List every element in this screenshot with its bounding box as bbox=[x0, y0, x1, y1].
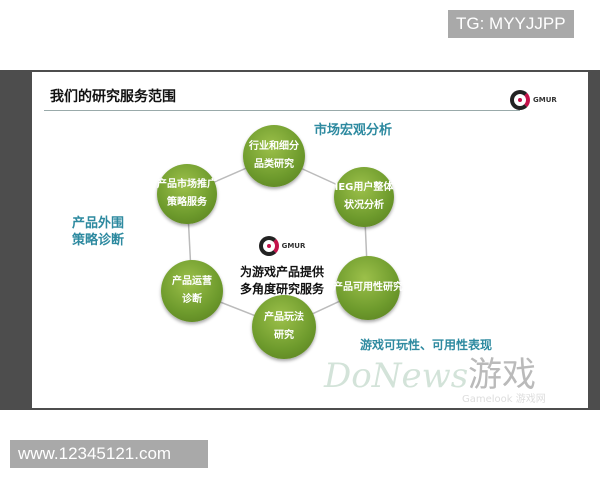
node-ieg-users: IEG用户整体状况分析 bbox=[334, 167, 394, 227]
label-market: 市场宏观分析 bbox=[314, 123, 393, 138]
node-text: 诊断 bbox=[182, 294, 202, 305]
watermark-brand: DoNews bbox=[324, 356, 469, 396]
channel-badge: TG: MYYJJPP bbox=[448, 10, 574, 38]
node-usability: 产品可用性研究 bbox=[333, 256, 403, 320]
center-logo: GMUR bbox=[258, 236, 306, 256]
label-periphery: 产品外围策略诊断 bbox=[72, 215, 124, 249]
node-text: 品类研究 bbox=[254, 159, 294, 170]
node-text: 产品玩法 bbox=[264, 312, 304, 323]
node-text: IEG用户整体 bbox=[334, 182, 394, 193]
label-line: 产品外围 bbox=[72, 216, 125, 231]
logo-ring-icon bbox=[258, 236, 279, 256]
title-divider bbox=[44, 110, 520, 111]
center-text: 多角度研究服务 bbox=[239, 282, 324, 296]
label-line: 策略诊断 bbox=[72, 233, 125, 248]
node-text: 策略服务 bbox=[167, 197, 207, 208]
node-marketing: 产品市场推广策略服务 bbox=[157, 164, 217, 224]
slide-title: 我们的研究服务范围 bbox=[50, 89, 176, 105]
node-text: 产品可用性研究 bbox=[333, 282, 403, 293]
url-badge: www.12345121.com bbox=[10, 440, 208, 468]
watermark-suffix: 游戏 bbox=[468, 355, 536, 395]
node-gameplay: 产品玩法研究 bbox=[252, 295, 316, 359]
slide: 我们的研究服务范围 GMUR 行业和细分品类研究 IEG用户整体状况分析 产品可… bbox=[32, 72, 588, 408]
gmur-logo: GMUR bbox=[510, 90, 557, 110]
center-text: 为游戏产品提供 bbox=[239, 265, 324, 279]
node-text: 行业和细分 bbox=[249, 141, 299, 152]
node-text: 产品市场推广 bbox=[157, 179, 217, 190]
logo-text: GMUR bbox=[281, 241, 306, 250]
node-text: 产品运营 bbox=[172, 276, 212, 287]
logo-ring-icon bbox=[510, 90, 530, 110]
node-text: 研究 bbox=[274, 330, 294, 341]
label-playability: 游戏可玩性、可用性表现 bbox=[360, 338, 493, 352]
center-block: GMUR 为游戏产品提供 多角度研究服务 bbox=[232, 236, 332, 298]
node-operations: 产品运营诊断 bbox=[161, 260, 223, 322]
logo-text: GMUR bbox=[533, 96, 557, 104]
node-industry: 行业和细分品类研究 bbox=[243, 125, 305, 187]
node-text: 状况分析 bbox=[344, 200, 384, 211]
watermark-sub: Gamelook 游戏网 bbox=[462, 394, 546, 405]
